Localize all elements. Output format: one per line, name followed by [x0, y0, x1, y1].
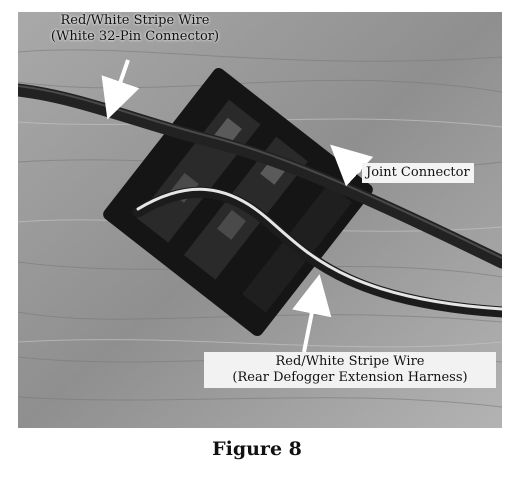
lower-wire-stripe [136, 187, 502, 311]
figure-caption: Figure 8 [212, 438, 302, 460]
upper-wire [18, 83, 502, 269]
arrow-bottom-wire [292, 274, 332, 353]
figure-photo [18, 12, 502, 428]
label-top-wire-line1: Red/White Stripe Wire [60, 13, 210, 28]
arrow-top-wire [101, 59, 140, 120]
label-bottom-wire: Red/White Stripe Wire (Rear Defogger Ext… [204, 352, 496, 388]
label-top-wire: Red/White Stripe Wire (White 32-Pin Conn… [30, 13, 240, 45]
arrow-joint-connector [330, 144, 374, 187]
label-bottom-wire-line2: (Rear Defogger Extension Harness) [232, 370, 468, 385]
lower-wire [132, 186, 502, 318]
label-joint-connector: Joint Connector [362, 163, 474, 183]
label-bottom-wire-line1: Red/White Stripe Wire [275, 354, 425, 369]
label-top-wire-line2: (White 32-Pin Connector) [50, 29, 220, 44]
